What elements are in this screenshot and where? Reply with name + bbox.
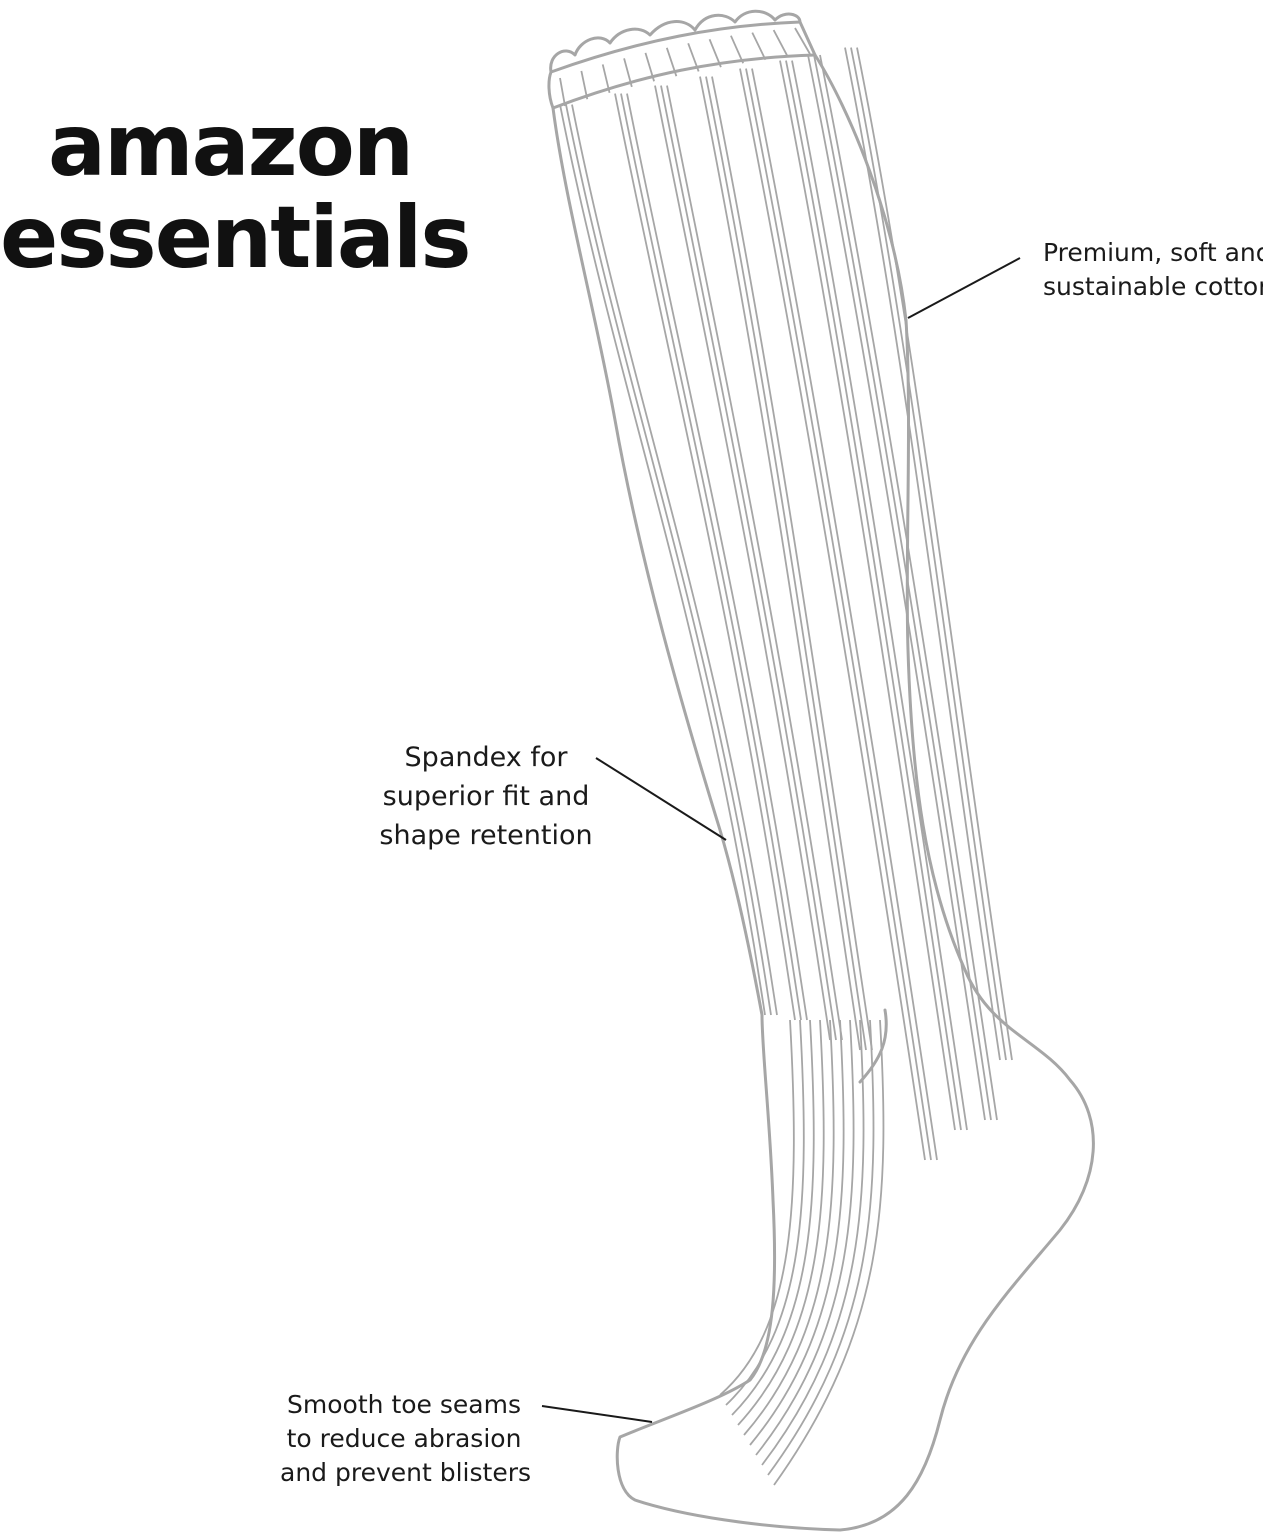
callout-spandex-line-3: shape retention [379, 820, 593, 851]
leg-rib [779, 60, 956, 1131]
cuff-rib [601, 64, 611, 94]
leader-line-cotton [907, 257, 1021, 319]
leg-rib [571, 104, 778, 1016]
leg-rib [850, 47, 1007, 1061]
leg-rib [819, 54, 998, 1121]
callout-toe-line-1: Smooth toe seams [287, 1390, 521, 1419]
cuff-rib [794, 27, 811, 55]
brand-line-1: amazon [48, 96, 414, 196]
leg-rib [559, 104, 766, 1016]
leg-rib [699, 76, 861, 1051]
foot-rib [743, 1019, 835, 1436]
leg-rib [844, 47, 1001, 1061]
cuff-rib [665, 47, 678, 77]
cuff-band-bottom [551, 53, 817, 110]
ribs [559, 27, 1013, 1486]
callout-spandex: Spandex for superior fit and shape reten… [370, 738, 602, 855]
leg-rib [791, 60, 968, 1131]
leg-rib [626, 93, 808, 1021]
cuff-scallops [549, 9, 802, 74]
foot-rib [731, 1019, 815, 1416]
cuff-rib [580, 70, 589, 100]
callout-cotton: Premium, soft and sustainable cotton [1043, 236, 1263, 304]
leg-rib [745, 68, 932, 1161]
cuff-rib [644, 52, 655, 82]
leg-rib [660, 85, 837, 1041]
leg-rib [614, 93, 796, 1021]
foot-rib [725, 1019, 805, 1406]
callout-toe: Smooth toe seams to reduce abrasion and … [280, 1388, 532, 1490]
leg-rib [654, 85, 831, 1041]
leg-rib [565, 104, 772, 1016]
leg-rib [705, 76, 867, 1051]
brand-logo: amazon essentials [0, 96, 472, 288]
leg-rib [711, 76, 873, 1051]
brand-line-2: essentials [0, 188, 472, 288]
leader-line-spandex [595, 757, 727, 841]
cuff-rib [687, 42, 700, 72]
callout-spandex-line-2: superior fit and [382, 781, 590, 812]
cuff-rib [559, 77, 566, 107]
cuff-rib [623, 58, 633, 88]
foot-rib [755, 1019, 855, 1456]
leader-line-toe [541, 1405, 653, 1423]
leg-rib [739, 68, 926, 1161]
foot-rib [773, 1019, 885, 1486]
leg-rib [856, 47, 1013, 1061]
foot-rib [761, 1019, 865, 1466]
callout-cotton-line-2: sustainable cotton [1043, 272, 1263, 301]
callout-toe-line-2: to reduce abrasion [286, 1424, 522, 1453]
leg-rib [813, 54, 992, 1121]
cuff-rib [730, 35, 745, 64]
cuff-rib [751, 32, 767, 61]
foot-rib [719, 1019, 795, 1396]
foot-rib [767, 1019, 875, 1476]
leg-rib [785, 60, 962, 1131]
leg-rib [620, 93, 802, 1021]
leg-rib [751, 68, 938, 1161]
callout-cotton-line-1: Premium, soft and [1043, 238, 1263, 267]
callout-toe-line-3: and prevent blisters [280, 1458, 532, 1487]
foot-rib [749, 1019, 845, 1446]
cuff-rib [772, 29, 789, 58]
callout-spandex-line-1: Spandex for [404, 742, 568, 773]
leg-rib [807, 54, 986, 1121]
leader-lines [541, 257, 1021, 1423]
foot-rib [737, 1019, 825, 1426]
leg-rib [666, 85, 843, 1041]
cuff-rib [708, 38, 722, 68]
